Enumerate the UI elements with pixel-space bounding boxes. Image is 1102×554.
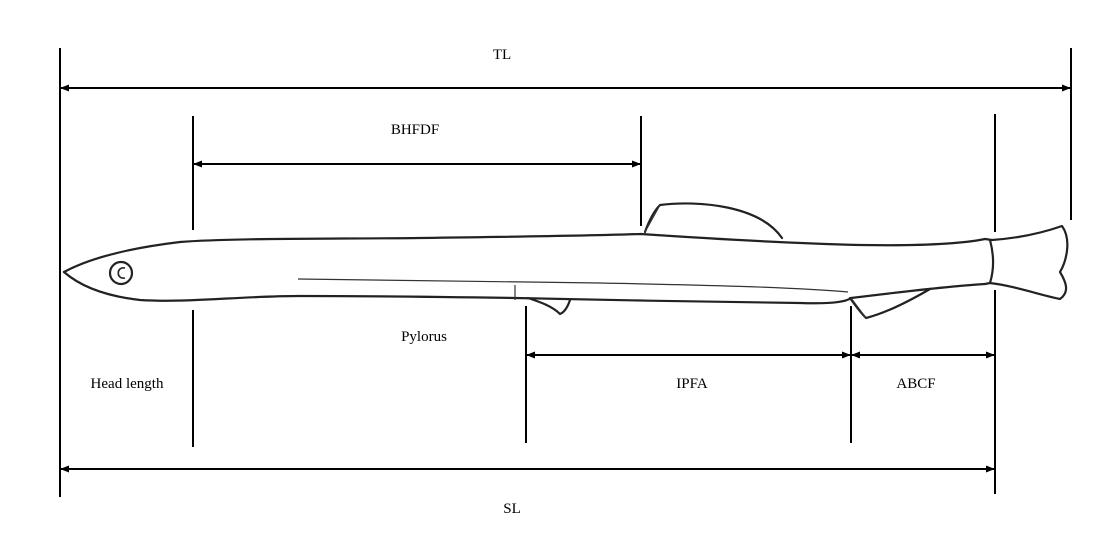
abcf-label: ABCF xyxy=(896,376,935,392)
ipfa-label: IPFA xyxy=(676,376,708,392)
fish-eye xyxy=(108,260,134,286)
bhfdf-label: BHFDF xyxy=(391,122,439,138)
pylorus-label: Pylorus xyxy=(401,329,447,345)
fish-pupil xyxy=(117,267,126,279)
fish-lateral-line xyxy=(297,278,849,293)
fish-anal-fin-ray xyxy=(850,297,867,319)
sl-label: SL xyxy=(503,501,521,517)
fish-drawing xyxy=(62,202,1069,320)
fish-dorsal-fin-ray xyxy=(644,204,661,233)
fish-anal-fin xyxy=(848,287,932,320)
tl-label: TL xyxy=(493,47,511,63)
fish-ventral-notch xyxy=(526,296,572,316)
head-length-label: Head length xyxy=(91,376,164,392)
fish-tail-fin xyxy=(983,224,1069,301)
fish-upper-contour xyxy=(62,232,987,274)
fish-dorsal-fin xyxy=(643,202,784,240)
fish-lower-contour xyxy=(62,270,987,305)
